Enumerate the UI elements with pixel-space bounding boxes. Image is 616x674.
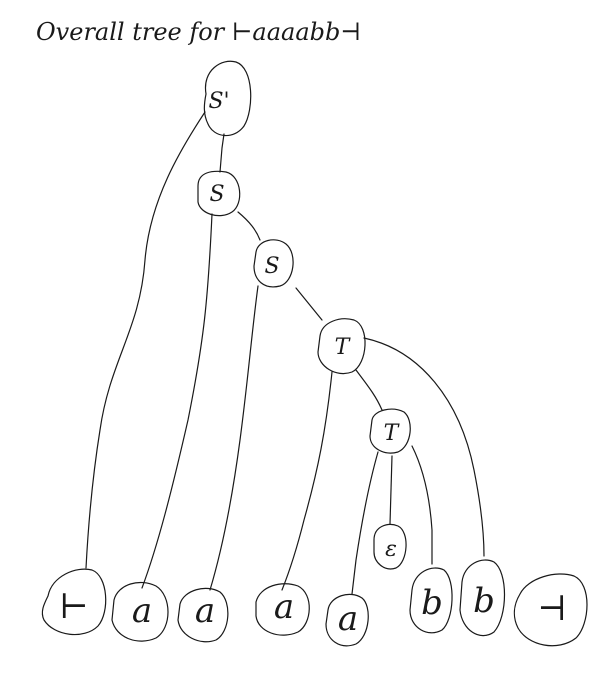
edge-t1-b2 xyxy=(363,337,485,557)
leaf-a-1-label: a xyxy=(132,591,152,631)
leaf-end-marker: ⊣ xyxy=(513,573,588,647)
edge-s1-a1 xyxy=(141,213,213,589)
edge-sprime-start xyxy=(85,111,206,569)
leaf-a-2-label: a xyxy=(195,591,215,631)
leaf-a-3-label: a xyxy=(274,587,294,627)
leaf-a-1: a xyxy=(111,581,169,642)
node-s-2-label: S xyxy=(264,254,279,279)
leaf-b-1-label: b xyxy=(421,583,443,623)
node-t-2: T xyxy=(369,408,411,454)
leaf-b-1: b xyxy=(409,567,453,634)
node-s-prime-label: S' xyxy=(208,89,229,114)
diagram-title: Overall tree for ⊢aaaabb⊣ xyxy=(36,18,361,46)
leaf-start-label: ⊢ xyxy=(59,587,88,627)
node-epsilon-label: ε xyxy=(385,537,397,562)
edge-t1-a3 xyxy=(281,371,333,591)
node-s-2: S xyxy=(253,239,294,288)
leaf-a-2: a xyxy=(177,587,229,643)
edge-s2-t1 xyxy=(295,287,323,321)
node-t-1: T xyxy=(317,318,366,375)
node-s-prime: S' xyxy=(203,60,252,137)
leaf-a-4-label: a xyxy=(338,599,358,639)
leaf-b-2: b xyxy=(459,559,506,637)
leaf-end-label: ⊣ xyxy=(537,589,566,629)
leaf-start-marker: ⊢ xyxy=(41,568,107,636)
edge-t2-eps xyxy=(389,455,393,525)
edge-sprime-s1 xyxy=(219,133,225,173)
edge-t2-a4 xyxy=(351,451,379,595)
edge-s1-s2 xyxy=(237,211,261,241)
edge-t1-t2 xyxy=(355,369,383,411)
node-t-1-label: T xyxy=(335,335,352,360)
leaf-b-2-label: b xyxy=(473,581,495,621)
edge-t2-b1 xyxy=(411,445,433,565)
node-s-1: S xyxy=(197,170,241,217)
leaf-a-3: a xyxy=(255,583,310,636)
node-epsilon: ε xyxy=(373,523,407,570)
node-t-2-label: T xyxy=(384,421,401,446)
node-s-1-label: S xyxy=(209,182,224,207)
leaf-a-4: a xyxy=(325,593,369,647)
edge-s2-a2 xyxy=(209,285,259,591)
